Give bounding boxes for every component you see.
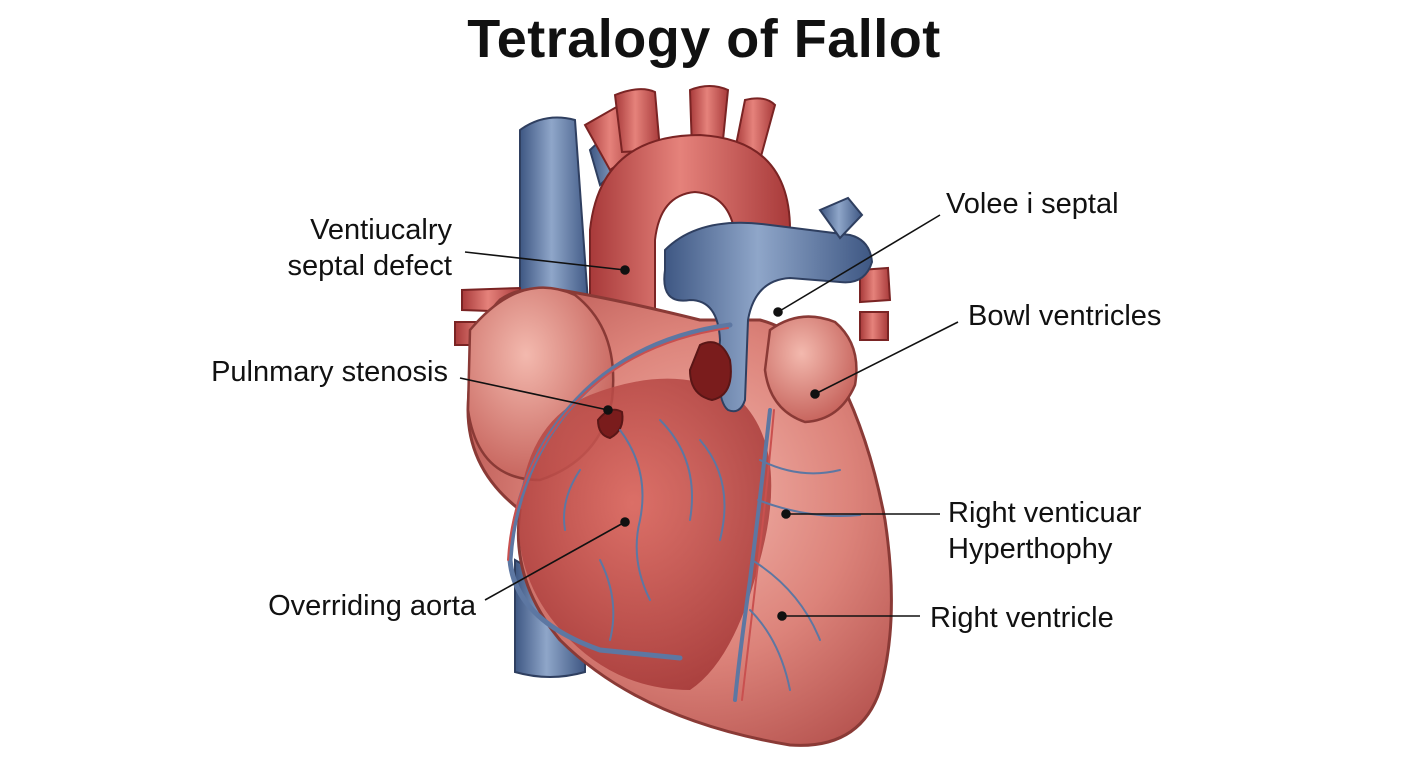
atrial-appendage: [763, 315, 858, 424]
label-ventricular-septal-defect: Ventiucalry septal defect: [230, 212, 452, 284]
aortic-arch: [583, 85, 791, 331]
pulmonary-artery: [663, 196, 874, 413]
coronary-vessels: [507, 322, 861, 702]
right-vessel-stubs: [859, 266, 892, 341]
label-right-ventricular-hypertrophy: Right venticuar Hyperthophy: [948, 495, 1141, 567]
label-right-ventricle: Right ventricle: [930, 602, 1114, 634]
label-vsd-line2: septal defect: [287, 250, 452, 282]
label-rvh-line2: Hyperthophy: [948, 533, 1113, 565]
label-volee-septal: Volee i septal: [946, 188, 1119, 220]
label-pulmonary-stenosis: Pulnmary stenosis: [211, 356, 448, 388]
leader-lines: [459, 214, 959, 621]
label-overriding-aorta: Overriding aorta: [268, 590, 476, 622]
label-rvh-line1: Right venticuar: [948, 497, 1142, 529]
label-bowl-ventricles: Bowl ventricles: [968, 300, 1162, 332]
label-vsd-line1: Ventiucalry: [310, 214, 452, 246]
diagram-title: Tetralogy of Fallot: [467, 9, 941, 69]
septal-opening: [596, 341, 732, 440]
